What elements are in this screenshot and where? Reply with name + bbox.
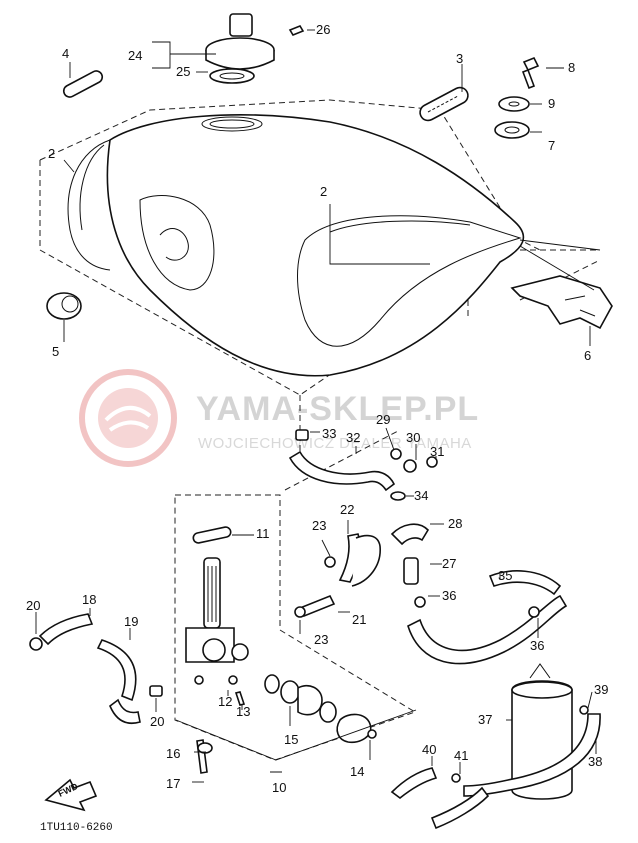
callout-number: 17 [166, 776, 180, 791]
callout-number: 20 [26, 598, 40, 613]
canister-drain-hose [390, 713, 601, 830]
callout-number: 37 [478, 712, 492, 727]
callout-number: 2 [48, 146, 55, 161]
callout-number: 14 [350, 764, 364, 779]
callout-number: 15 [284, 732, 298, 747]
callout-number: 25 [176, 64, 190, 79]
callout-number: 22 [340, 502, 354, 517]
callout-number: 36 [442, 588, 456, 603]
tank-emblem [419, 86, 469, 122]
callout-number: 35 [498, 568, 512, 583]
callout-number: 34 [414, 488, 428, 503]
diagram-code: 1TU110-6260 [40, 822, 113, 834]
callout-number: 30 [406, 430, 420, 445]
fuel-hose-left [29, 613, 163, 724]
callout-number: 13 [236, 704, 250, 719]
callout-number: 20 [150, 714, 164, 729]
callout-number: 23 [314, 632, 328, 647]
callout-number: 18 [82, 592, 96, 607]
callout-number: 19 [124, 614, 138, 629]
callout-number: 28 [448, 516, 462, 531]
watermark-subtitle: WOJCIECHOWICZ DEALER YAMAHA [198, 435, 472, 452]
canister-hoses [390, 523, 568, 665]
fuel-tank [67, 114, 525, 377]
callout-number: 41 [454, 748, 468, 763]
watermark: YAMA-SKLEP.PL WOJCIECHOWICZ DEALER YAMAH… [79, 369, 479, 467]
mount-hardware [494, 56, 540, 139]
callout-number: 23 [312, 518, 326, 533]
tank-mount-bracket [510, 275, 613, 330]
callout-number: 11 [256, 526, 270, 541]
callout-number: 39 [594, 682, 608, 697]
vent-hose [288, 429, 438, 501]
callout-number: 6 [584, 348, 591, 363]
callout-number: 3 [456, 51, 463, 66]
callout-numbers: 2 2 3 4 5 6 7 8 9 10 11 12 13 14 15 16 1… [26, 22, 608, 795]
callout-number: 7 [548, 138, 555, 153]
callout-number: 12 [218, 694, 232, 709]
fuel-cap [205, 13, 305, 84]
fuel-hose-middle [294, 533, 381, 618]
callout-number: 26 [316, 22, 330, 37]
callout-number: 31 [430, 444, 444, 459]
callout-number: 10 [272, 780, 286, 795]
emblem-gasket [62, 70, 104, 98]
callout-number: 27 [442, 556, 456, 571]
leader-lines [35, 29, 601, 783]
callout-number: 4 [62, 46, 69, 61]
callout-number: 40 [422, 742, 436, 757]
forward-arrow-icon: FWD [44, 778, 98, 812]
callout-number: 21 [352, 612, 366, 627]
callout-number: 16 [166, 746, 180, 761]
callout-number: 33 [322, 426, 336, 441]
callout-number: 32 [346, 430, 360, 445]
callout-number: 5 [52, 344, 59, 359]
callout-number: 24 [128, 48, 142, 63]
callout-number: 36 [530, 638, 544, 653]
watermark-title: YAMA-SKLEP.PL [196, 390, 479, 428]
fuel-cock-assembly [185, 526, 377, 774]
callout-number: 8 [568, 60, 575, 75]
tank-damper-cap [46, 292, 82, 320]
callout-number: 2 [320, 184, 327, 199]
callout-number: 9 [548, 96, 555, 111]
callout-number: 38 [588, 754, 602, 769]
callout-number: 29 [376, 412, 390, 427]
